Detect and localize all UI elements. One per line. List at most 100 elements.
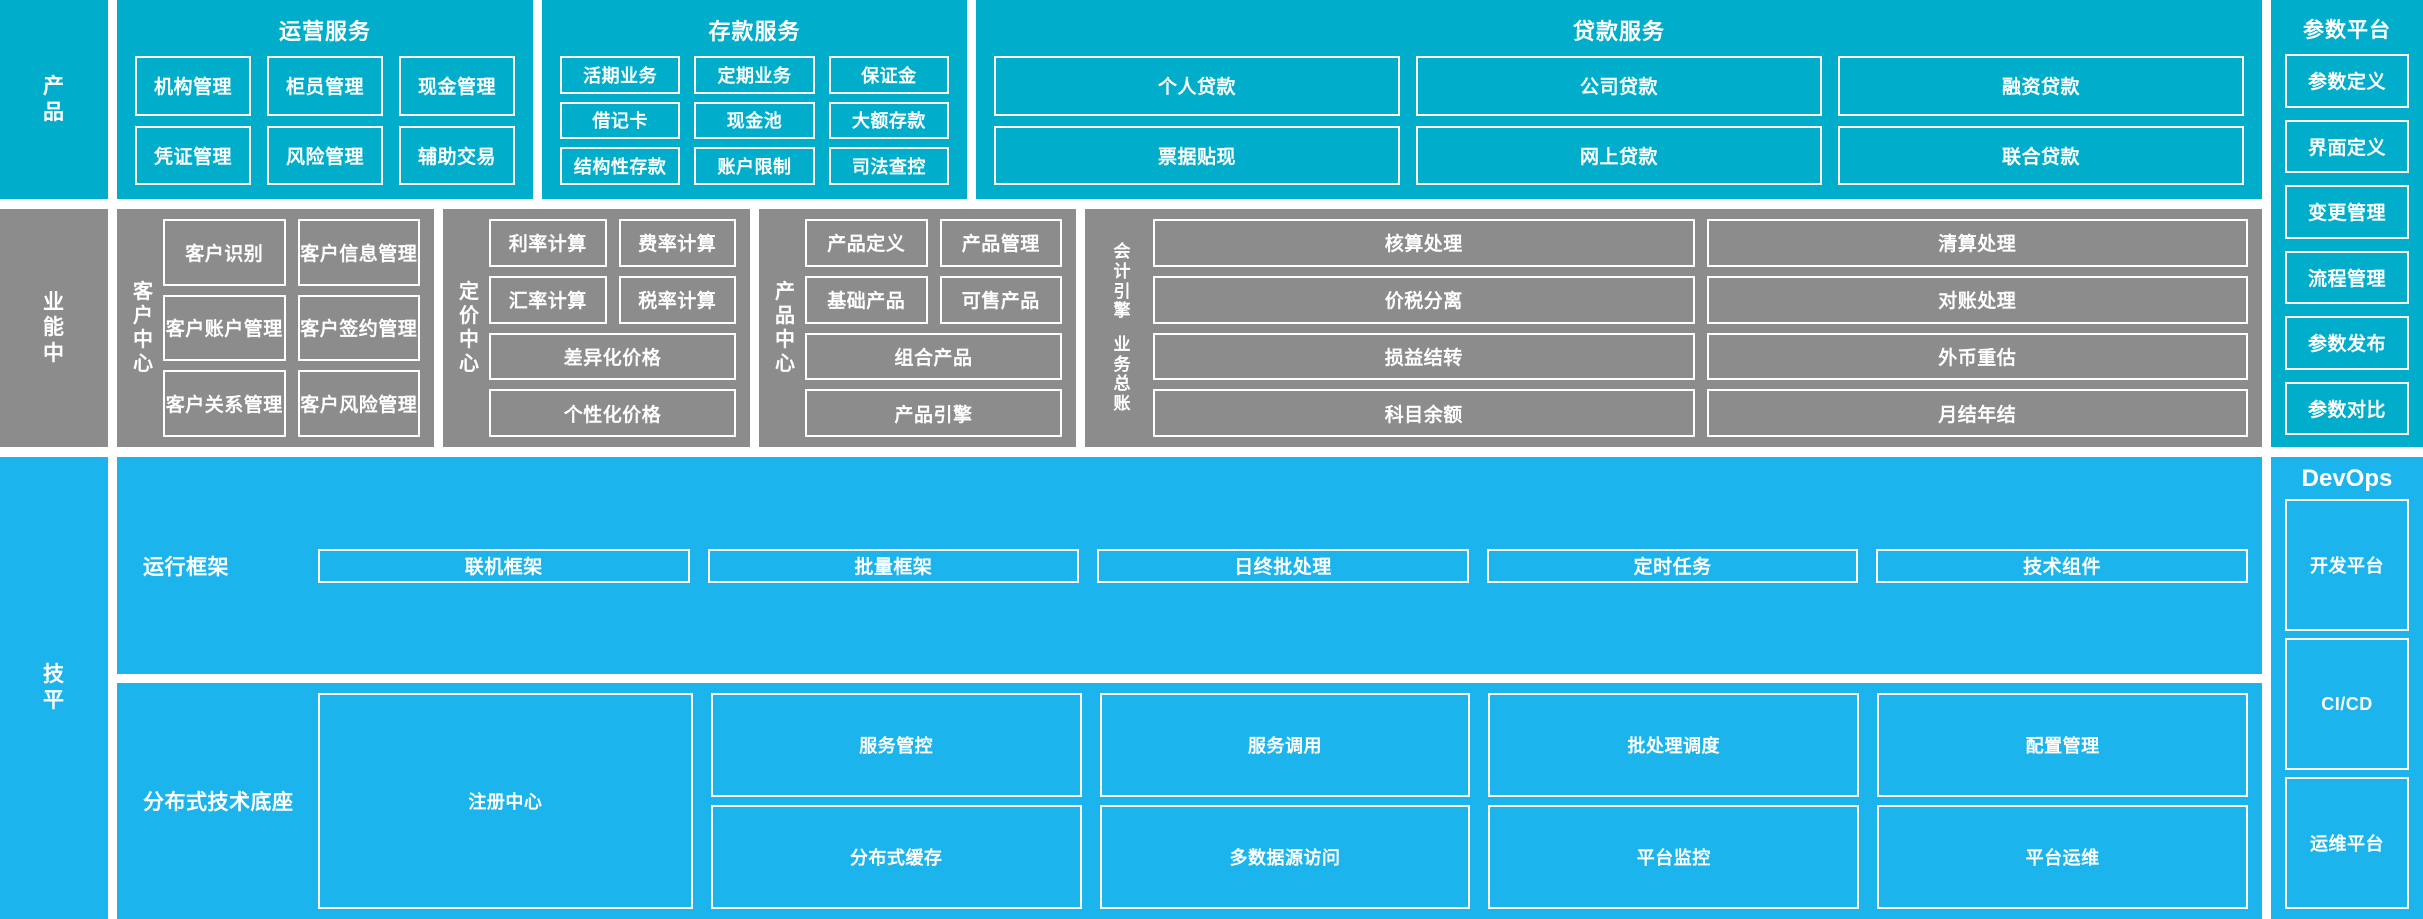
- capability-box[interactable]: 客户关系管理: [163, 370, 286, 437]
- panel-product-center: 产 品 中 心 产品定义 产品管理 基础产品 可售产品 组合产品 产品引擎: [759, 209, 1076, 447]
- tech-box[interactable]: 多数据源访问: [1099, 805, 1471, 909]
- tech-box[interactable]: 技术组件: [1876, 548, 2248, 583]
- capability-box[interactable]: 核算处理: [1153, 219, 1695, 267]
- service-box[interactable]: 风险管理: [267, 125, 383, 185]
- row-label-char: 能: [43, 316, 65, 340]
- gap: [533, 0, 542, 199]
- capability-box[interactable]: 对账处理: [1706, 275, 2248, 324]
- service-box[interactable]: 大额存款: [828, 101, 949, 140]
- capability-box[interactable]: 汇率计算: [489, 275, 607, 324]
- distributed-base-items: 注册中心 服务管控 分布式缓存 服务调用 多数据源访问 批处理调度: [318, 693, 2248, 909]
- band-distributed-base: 分布式技术底座 注册中心 服务管控 分布式缓存 服务调用 多数据源访问: [117, 683, 2262, 919]
- service-box[interactable]: 公司贷款: [1416, 56, 1822, 116]
- devops-box[interactable]: CI/CD: [2285, 638, 2409, 770]
- capability-box[interactable]: 清算处理: [1706, 219, 2248, 267]
- parameter-box[interactable]: 参数对比: [2285, 381, 2409, 435]
- capability-box[interactable]: 损益结转: [1153, 332, 1695, 381]
- service-box[interactable]: 定期业务: [694, 56, 815, 94]
- tech-box[interactable]: 配置管理: [1877, 693, 2248, 798]
- parameter-box[interactable]: 界面定义: [2285, 119, 2409, 173]
- gap: [0, 199, 2262, 209]
- runtime-framework-items: 联机框架 批量框架 日终批处理 定时任务 技术组件: [318, 548, 2248, 583]
- capability-box[interactable]: 外币重估: [1706, 332, 2248, 381]
- loan-services-grid: 个人贷款 公司贷款 融资贷款 票据贴现 网上贷款 联合贷款: [994, 56, 2244, 185]
- row-label-business-capability: 业 能 中: [0, 209, 108, 447]
- center-label-char: 擎: [1113, 301, 1131, 321]
- service-box[interactable]: 柜员管理: [267, 56, 383, 116]
- center-label-char: 价: [459, 305, 479, 327]
- parameter-box[interactable]: 流程管理: [2285, 250, 2409, 304]
- service-box[interactable]: 活期业务: [560, 56, 681, 94]
- service-box[interactable]: 账户限制: [694, 147, 815, 185]
- tech-box[interactable]: 定时任务: [1486, 548, 1859, 583]
- capability-box[interactable]: 客户签约管理: [297, 294, 420, 362]
- parameter-box[interactable]: 参数发布: [2285, 316, 2409, 370]
- capability-box[interactable]: 产品定义: [805, 219, 928, 267]
- service-box[interactable]: 司法查控: [828, 147, 949, 185]
- gap: [108, 457, 117, 919]
- devops-list: 开发平台 CI/CD 运维平台: [2285, 499, 2409, 909]
- capability-box[interactable]: 费率计算: [618, 219, 736, 267]
- tech-column: 服务管控 分布式缓存: [710, 693, 1082, 909]
- capability-box[interactable]: 月结年结: [1706, 389, 2248, 437]
- center-label-char: 客: [133, 281, 153, 303]
- capability-box[interactable]: 价税分离: [1153, 275, 1695, 324]
- service-box[interactable]: 融资贷款: [1838, 56, 2244, 116]
- tech-box[interactable]: 平台监控: [1488, 805, 1860, 909]
- capability-box[interactable]: 科目余额: [1153, 389, 1695, 437]
- capability-box[interactable]: 差异化价格: [489, 332, 736, 381]
- row-label-char: 产: [43, 74, 65, 98]
- service-box[interactable]: 机构管理: [135, 56, 251, 116]
- tech-box[interactable]: 服务调用: [1099, 693, 1471, 798]
- parameter-box[interactable]: 参数定义: [2285, 54, 2409, 108]
- tech-box[interactable]: 联机框架: [318, 548, 690, 583]
- service-box[interactable]: 结构性存款: [560, 147, 681, 185]
- center-label-char: 定: [459, 281, 479, 303]
- panel-parameter-platform: 参数平台 参数定义 界面定义 变更管理 流程管理 参数发布 参数对比: [2271, 0, 2423, 447]
- capability-box[interactable]: 客户识别: [163, 219, 286, 286]
- service-box[interactable]: 个人贷款: [994, 56, 1400, 116]
- devops-box[interactable]: 开发平台: [2285, 499, 2409, 631]
- capability-box[interactable]: 个性化价格: [489, 389, 736, 437]
- row-product-services: 产 品 运营服务 机构管理 柜员管理 现金管理 凭证管理 风险管理 辅助交易: [0, 0, 2262, 199]
- capability-box[interactable]: 基础产品: [805, 275, 928, 324]
- capability-box[interactable]: 税率计算: [618, 275, 736, 324]
- service-box[interactable]: 现金池: [694, 101, 815, 140]
- gap: [1076, 209, 1085, 447]
- devops-box[interactable]: 运维平台: [2285, 777, 2409, 909]
- gap: [2271, 447, 2423, 457]
- capability-box[interactable]: 可售产品: [939, 275, 1062, 324]
- capability-box[interactable]: 客户账户管理: [163, 294, 286, 362]
- tech-box[interactable]: 批量框架: [707, 548, 1080, 583]
- panel-loan-services: 贷款服务 个人贷款 公司贷款 融资贷款 票据贴现 网上贷款 联合贷款: [976, 0, 2262, 199]
- capability-box[interactable]: 客户风险管理: [297, 370, 420, 437]
- service-box[interactable]: 现金管理: [399, 56, 515, 116]
- tech-box[interactable]: 日终批处理: [1097, 548, 1469, 583]
- tech-box[interactable]: 分布式缓存: [710, 805, 1082, 909]
- panel-operation-services: 运营服务 机构管理 柜员管理 现金管理 凭证管理 风险管理 辅助交易: [117, 0, 533, 199]
- tech-box[interactable]: 批处理调度: [1488, 693, 1860, 798]
- deposit-services-grid: 活期业务 定期业务 保证金 借记卡 现金池 大额存款 结构性存款 账户限制 司法…: [560, 56, 949, 185]
- tech-box[interactable]: 服务管控: [710, 693, 1082, 798]
- center-label-char: 引: [1113, 281, 1131, 301]
- service-box[interactable]: 辅助交易: [399, 125, 515, 185]
- parameter-box[interactable]: 变更管理: [2285, 185, 2409, 239]
- center-label-char: 心: [775, 353, 795, 375]
- service-box[interactable]: 保证金: [828, 56, 949, 94]
- capability-box[interactable]: 组合产品: [805, 332, 1062, 381]
- technology-bands: 运行框架 联机框架 批量框架 日终批处理 定时任务 技术组件 分布式技术底座: [117, 457, 2262, 919]
- capability-box[interactable]: 产品管理: [939, 219, 1062, 267]
- capability-box[interactable]: 产品引擎: [805, 389, 1062, 437]
- right-column: 参数平台 参数定义 界面定义 变更管理 流程管理 参数发布 参数对比 DevOp…: [2271, 0, 2423, 919]
- capability-box[interactable]: 利率计算: [489, 219, 607, 267]
- tech-column: 批处理调度 平台监控: [1488, 693, 1860, 909]
- tech-box[interactable]: 注册中心: [318, 693, 693, 909]
- parameter-platform-list: 参数定义 界面定义 变更管理 流程管理 参数发布 参数对比: [2285, 54, 2409, 435]
- service-box[interactable]: 借记卡: [560, 101, 681, 140]
- capability-box[interactable]: 客户信息管理: [297, 219, 420, 286]
- service-box[interactable]: 网上贷款: [1416, 125, 1822, 185]
- service-box[interactable]: 票据贴现: [994, 125, 1400, 185]
- service-box[interactable]: 联合贷款: [1838, 125, 2244, 185]
- tech-box[interactable]: 平台运维: [1877, 805, 2248, 909]
- service-box[interactable]: 凭证管理: [135, 125, 251, 185]
